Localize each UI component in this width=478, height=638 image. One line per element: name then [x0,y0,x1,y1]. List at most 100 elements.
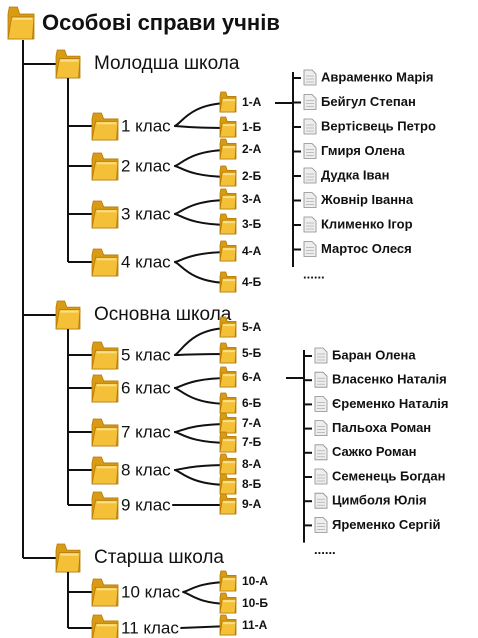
grade-label: 8 клас [121,460,171,479]
grade-folder-icon [91,112,119,141]
class-folder-icon [219,213,237,235]
school-folder-icon [55,543,81,573]
document-icon [314,492,328,509]
grade-label: 3 клас [121,204,171,223]
student-name: Яременко Сергій [332,517,441,532]
grade-label: 11 клас [121,618,179,637]
document-icon [303,167,317,184]
grade-label: 10 клас [121,582,181,601]
class-folder-icon [219,342,237,364]
school-label: Старша школа [94,547,224,568]
class-label: 1-А [242,95,262,109]
grade-folder-icon [91,614,119,638]
document-icon [303,216,317,233]
document-icon [314,444,328,461]
grade-folder-icon [91,491,119,520]
more-ellipsis: ...... [303,266,325,281]
grade-folder-icon [91,578,119,607]
document-icon [303,241,317,257]
school-label: Молодша школа [94,53,240,74]
bracket-line [173,261,231,284]
class-folder-icon [219,240,237,262]
document-icon [303,118,317,135]
document-icon [314,468,328,485]
class-folder-icon [219,165,237,187]
document-icon [314,517,328,533]
class-label: 4-Б [242,275,262,289]
class-label: 3-Б [242,217,262,231]
grade-label: 2 клас [121,156,171,175]
class-folder-icon [219,493,237,515]
school-folder-icon [55,300,81,330]
class-label: 7-Б [242,435,262,449]
class-label: 11-А [242,618,268,632]
student-name: Мартос Олеся [321,241,412,256]
class-folder-icon [219,453,237,475]
grade-label: 6 клас [121,378,171,397]
class-folder-icon [219,316,237,338]
student-name: Баран Олена [332,347,416,362]
document-icon [314,347,328,364]
class-folder-icon [219,431,237,453]
document-icon [314,396,328,412]
page-title: Особові справи учнів [42,10,280,35]
bracket-line [173,469,231,486]
student-name: Пальоха Роман [332,420,431,435]
grade-label: 5 клас [121,345,171,364]
class-folder-icon [219,188,237,210]
class-label: 7-А [242,416,262,430]
class-folder-icon [219,91,237,113]
class-label: 8-А [242,457,262,471]
student-name: Гмиря Олена [321,143,406,158]
class-label: 9-А [242,497,262,511]
grade-label: 1 клас [121,116,171,135]
class-folder-icon [219,271,237,293]
student-name: Власенко Наталія [332,372,447,387]
document-icon [303,94,317,110]
class-folder-icon [219,592,237,614]
student-name: Цимболя Юлія [332,493,427,508]
root-folder-icon [7,6,35,40]
school-label: Основна школа [94,304,232,325]
student-name: Жовнір Іванна [320,192,414,207]
grade-folder-icon [91,418,119,447]
document-icon [303,192,317,208]
student-name: Сажко Роман [332,444,417,459]
class-label: 8-Б [242,477,262,491]
class-folder-icon [219,570,237,592]
student-name: Авраменко Марія [321,69,434,84]
class-label: 4-А [242,244,262,258]
class-folder-icon [219,412,237,434]
grade-folder-icon [91,341,119,370]
document-icon [314,371,328,388]
student-name: Семенець Богдан [332,468,446,483]
class-label: 2-Б [242,169,262,183]
grade-folder-icon [91,152,119,181]
class-folder-icon [219,138,237,160]
student-name: Єременко Наталія [332,396,449,411]
student-name: Бейгул Степан [321,94,416,109]
grade-label: 7 клас [121,422,171,441]
class-label: 10-Б [242,596,268,610]
student-name: Вертісвець Петро [321,118,436,133]
grade-label: 4 клас [121,252,171,271]
grade-folder-icon [91,456,119,485]
student-name: Клименко Ігор [321,216,413,231]
student-name: Дудка Іван [321,167,389,182]
class-folder-icon [219,614,237,636]
grade-label: 9 клас [121,495,171,514]
class-label: 10-А [242,574,268,588]
class-label: 1-Б [242,120,262,134]
document-icon [303,143,317,159]
class-folder-icon [219,473,237,495]
class-label: 5-А [242,320,262,334]
bracket-line [173,387,231,405]
grade-folder-icon [91,374,119,403]
class-label: 6-Б [242,396,262,410]
class-folder-icon [219,366,237,388]
class-folder-icon [219,116,237,138]
more-ellipsis: ...... [314,542,336,557]
class-label: 5-Б [242,346,262,360]
